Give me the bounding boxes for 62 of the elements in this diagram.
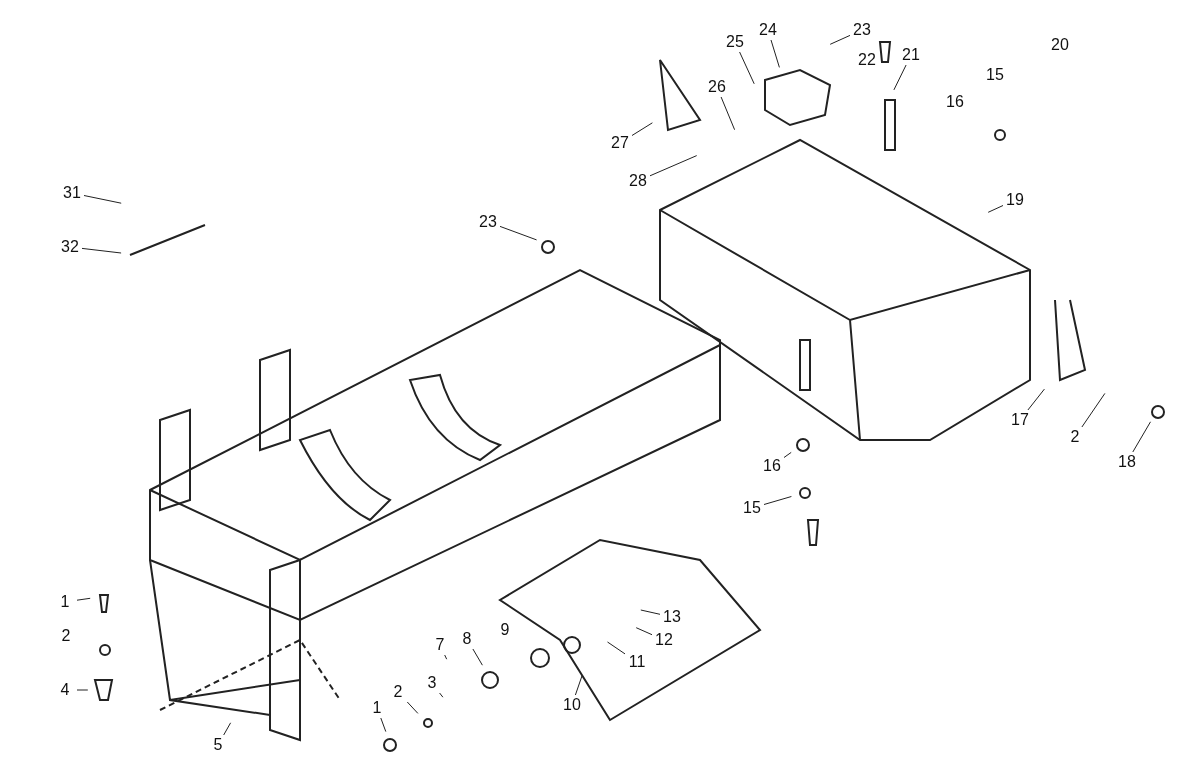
leader-line: [770, 39, 780, 68]
callout-number: 11: [628, 653, 646, 671]
leader-line: [739, 51, 755, 85]
callout-number: 22: [858, 51, 876, 69]
callout-number: 15: [743, 499, 761, 517]
callout-number: 24: [759, 21, 777, 39]
callout-number: 1: [60, 593, 70, 611]
leader-line: [635, 627, 653, 636]
leader-line: [574, 675, 583, 696]
callout-number: 15: [986, 66, 1004, 84]
callout-number: 17: [1011, 411, 1029, 429]
callout-number: 23: [479, 213, 497, 231]
callout-number: 21: [902, 46, 920, 64]
callout-number: 31: [63, 184, 81, 202]
callout-number: 2: [61, 627, 71, 645]
leader-line: [987, 205, 1004, 213]
leader-line: [1027, 388, 1045, 411]
callout-number: 23: [853, 21, 871, 39]
callout-number: 4: [60, 681, 70, 699]
callout-number: 5: [213, 736, 223, 754]
leader-line: [444, 654, 448, 660]
callout-number: 16: [763, 457, 781, 475]
callout-number: 28: [629, 172, 647, 190]
leader-line: [499, 225, 538, 241]
callout-number: 19: [1006, 191, 1024, 209]
leader-line: [649, 155, 698, 177]
leader-line: [406, 701, 419, 714]
callout-number: 3: [427, 674, 437, 692]
leader-line: [893, 64, 907, 91]
callout-number: 16: [946, 93, 964, 111]
callout-number: 27: [611, 134, 629, 152]
leader-line: [439, 692, 444, 698]
leader-line: [81, 247, 122, 254]
leader-line: [783, 451, 792, 458]
leader-line: [76, 689, 89, 691]
leader-line: [1132, 421, 1151, 453]
leader-line: [829, 34, 851, 45]
leader-line: [76, 597, 91, 601]
leader-line: [720, 96, 736, 131]
callout-number: 13: [663, 608, 681, 626]
callout-number: 25: [726, 33, 744, 51]
callout-number: 18: [1118, 453, 1136, 471]
callout-number: 8: [462, 630, 472, 648]
leader-line: [472, 648, 483, 666]
leader-line: [640, 609, 661, 615]
leader-line: [380, 717, 387, 733]
callout-number: 7: [435, 636, 445, 654]
callout-number: 2: [1070, 428, 1080, 446]
callout-number: 32: [61, 238, 79, 256]
leader-line: [631, 122, 653, 136]
leader-line: [763, 496, 792, 505]
leader-line: [1081, 392, 1106, 428]
callout-number: 20: [1051, 36, 1069, 54]
leader-line: [223, 722, 232, 736]
callout-number: 26: [708, 78, 726, 96]
callout-number: 12: [655, 631, 673, 649]
leader-line: [607, 641, 626, 655]
callout-number: 10: [563, 696, 581, 714]
callout-number: 2: [393, 683, 403, 701]
leader-line: [83, 195, 122, 204]
callout-number: 1: [372, 699, 382, 717]
callout-number: 9: [500, 621, 510, 639]
